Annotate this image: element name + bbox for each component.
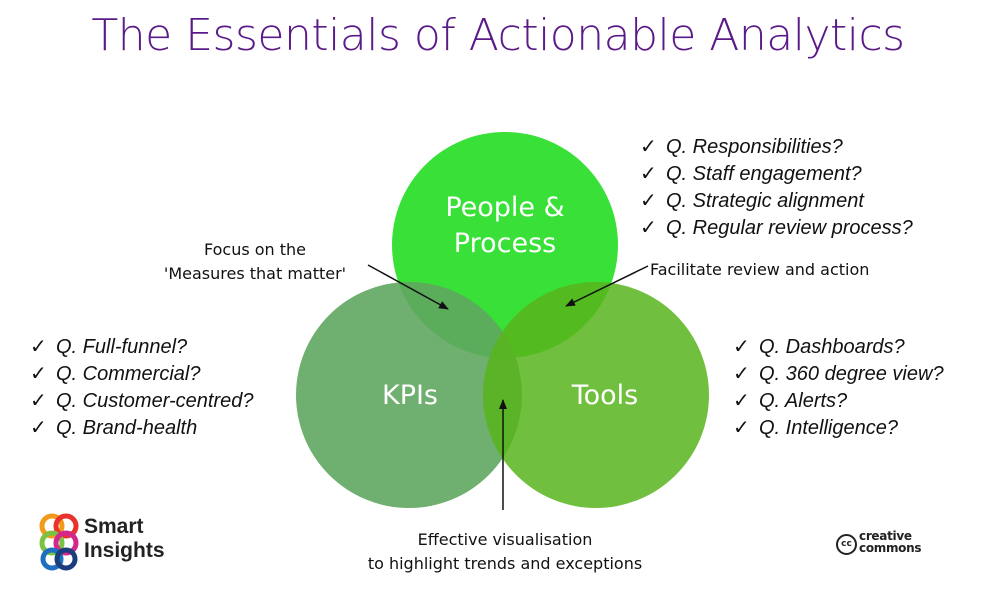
focus-callout-line1: Focus on the xyxy=(203,240,307,259)
check-icon: ✓ xyxy=(30,417,47,439)
list-item: ✓ Q. Commercial? xyxy=(30,361,254,388)
list-item: ✓ Q. Alerts? xyxy=(733,388,944,415)
list-item: ✓ Q. Staff engagement? xyxy=(640,161,913,188)
focus-callout-line2: 'Measures that matter' xyxy=(163,264,347,283)
check-icon: ✓ xyxy=(640,163,657,185)
check-icon: ✓ xyxy=(30,336,47,358)
question-text: Q. Responsibilities? xyxy=(666,136,843,158)
question-text: Q. Full-funnel? xyxy=(56,336,188,358)
check-icon: ✓ xyxy=(30,390,47,412)
focus-callout: Focus on the 'Measures that matter' xyxy=(130,238,380,286)
check-icon: ✓ xyxy=(733,417,750,439)
question-text: Q. Intelligence? xyxy=(759,417,898,439)
list-item: ✓ Q. Customer-centred? xyxy=(30,388,254,415)
people-process-label-line1: People & xyxy=(445,192,565,223)
question-text: Q. Strategic alignment xyxy=(666,190,864,212)
smart-insights-logo-icon xyxy=(39,513,79,571)
page-title: The Essentials of Actionable Analytics xyxy=(91,10,905,61)
list-item: ✓ Q. Brand-health xyxy=(30,415,254,442)
creative-commons-icon: cc xyxy=(836,534,857,555)
question-text: Q. 360 degree view? xyxy=(759,363,944,385)
check-icon: ✓ xyxy=(640,217,657,239)
kpis-circle xyxy=(296,282,522,508)
tools-circle xyxy=(483,282,709,508)
list-item: ✓ Q. Dashboards? xyxy=(733,334,944,361)
check-icon: ✓ xyxy=(733,336,750,358)
list-item: ✓ Q. Responsibilities? xyxy=(640,134,913,161)
list-item: ✓ Q. Strategic alignment xyxy=(640,188,913,215)
smart-insights-logo: Smart Insights xyxy=(36,513,186,573)
facilitate-arrow xyxy=(565,265,649,307)
question-text: Q. Staff engagement? xyxy=(666,163,862,185)
logo-line1: Smart xyxy=(84,515,144,538)
question-text: Q. Alerts? xyxy=(759,390,848,412)
license-line2: commons xyxy=(859,541,922,555)
creative-commons-wordmark: creative commons xyxy=(859,529,922,555)
smart-insights-wordmark: Smart Insights xyxy=(84,515,165,563)
check-icon: ✓ xyxy=(733,363,750,385)
check-icon: ✓ xyxy=(30,363,47,385)
question-text: Q. Customer-centred? xyxy=(56,390,254,412)
people-process-label: People & Process xyxy=(420,190,590,262)
check-icon: ✓ xyxy=(733,390,750,412)
question-text: Q. Commercial? xyxy=(56,363,201,385)
license-line1: creative xyxy=(859,529,912,543)
tools-label: Tools xyxy=(571,380,639,411)
question-text: Q. Dashboards? xyxy=(759,336,905,358)
list-item: ✓ Q. 360 degree view? xyxy=(733,361,944,388)
list-item: ✓ Q. Full-funnel? xyxy=(30,334,254,361)
facilitate-callout: Facilitate review and action xyxy=(650,260,870,279)
people-process-label-line2: Process xyxy=(453,228,557,259)
visualisation-callout-line1: Effective visualisation xyxy=(417,530,593,549)
visualisation-callout-line2: to highlight trends and exceptions xyxy=(367,554,643,573)
people-question-list: ✓ Q. Responsibilities? ✓ Q. Staff engageme… xyxy=(640,134,913,242)
list-item: ✓ Q. Intelligence? xyxy=(733,415,944,442)
kpis-label: KPIs xyxy=(381,380,439,411)
tools-question-list: ✓ Q. Dashboards? ✓ Q. 360 degree view? ✓ Q.… xyxy=(733,334,944,442)
logo-line2: Insights xyxy=(84,539,165,562)
kpi-question-list: ✓ Q. Full-funnel? ✓ Q. Commercial? ✓ Q. Cus… xyxy=(30,334,254,442)
list-item: ✓ Q. Regular review process? xyxy=(640,215,913,242)
visualisation-callout: Effective visualisation to highlight tre… xyxy=(330,528,680,576)
check-icon: ✓ xyxy=(640,190,657,212)
question-text: Q. Brand-health xyxy=(56,417,198,439)
creative-commons-logo: cc creative commons xyxy=(836,530,946,558)
focus-arrow xyxy=(367,264,449,310)
check-icon: ✓ xyxy=(640,136,657,158)
question-text: Q. Regular review process? xyxy=(666,217,913,239)
